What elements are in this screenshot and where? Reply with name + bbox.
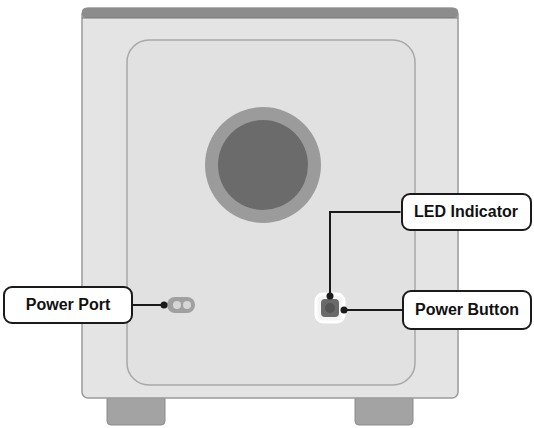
top-trim-edge: [82, 18, 458, 19]
button-center: [325, 303, 335, 313]
label-text: Power Button: [415, 300, 519, 319]
callout-label: Power Button: [402, 290, 532, 330]
leader-dot: [341, 307, 348, 314]
power-pin: [173, 301, 181, 309]
leader-line: [133, 304, 164, 306]
leader-dot: [161, 302, 168, 309]
leader-line: [330, 212, 401, 296]
label-text: Power Port: [26, 295, 110, 314]
power-button-shape: [321, 299, 339, 317]
label-text: LED Indicator: [414, 202, 518, 221]
bass-port: [218, 120, 308, 210]
callout-label: LED Indicator: [401, 193, 532, 231]
power-pin: [183, 301, 191, 309]
top-trim: [82, 8, 458, 18]
leader-line: [344, 309, 402, 311]
callout-label: Power Port: [3, 286, 133, 324]
leader-dot: [327, 293, 334, 300]
power-connector: [167, 297, 195, 313]
bass-port-rim: [205, 107, 321, 223]
rear-panel: [127, 40, 415, 385]
